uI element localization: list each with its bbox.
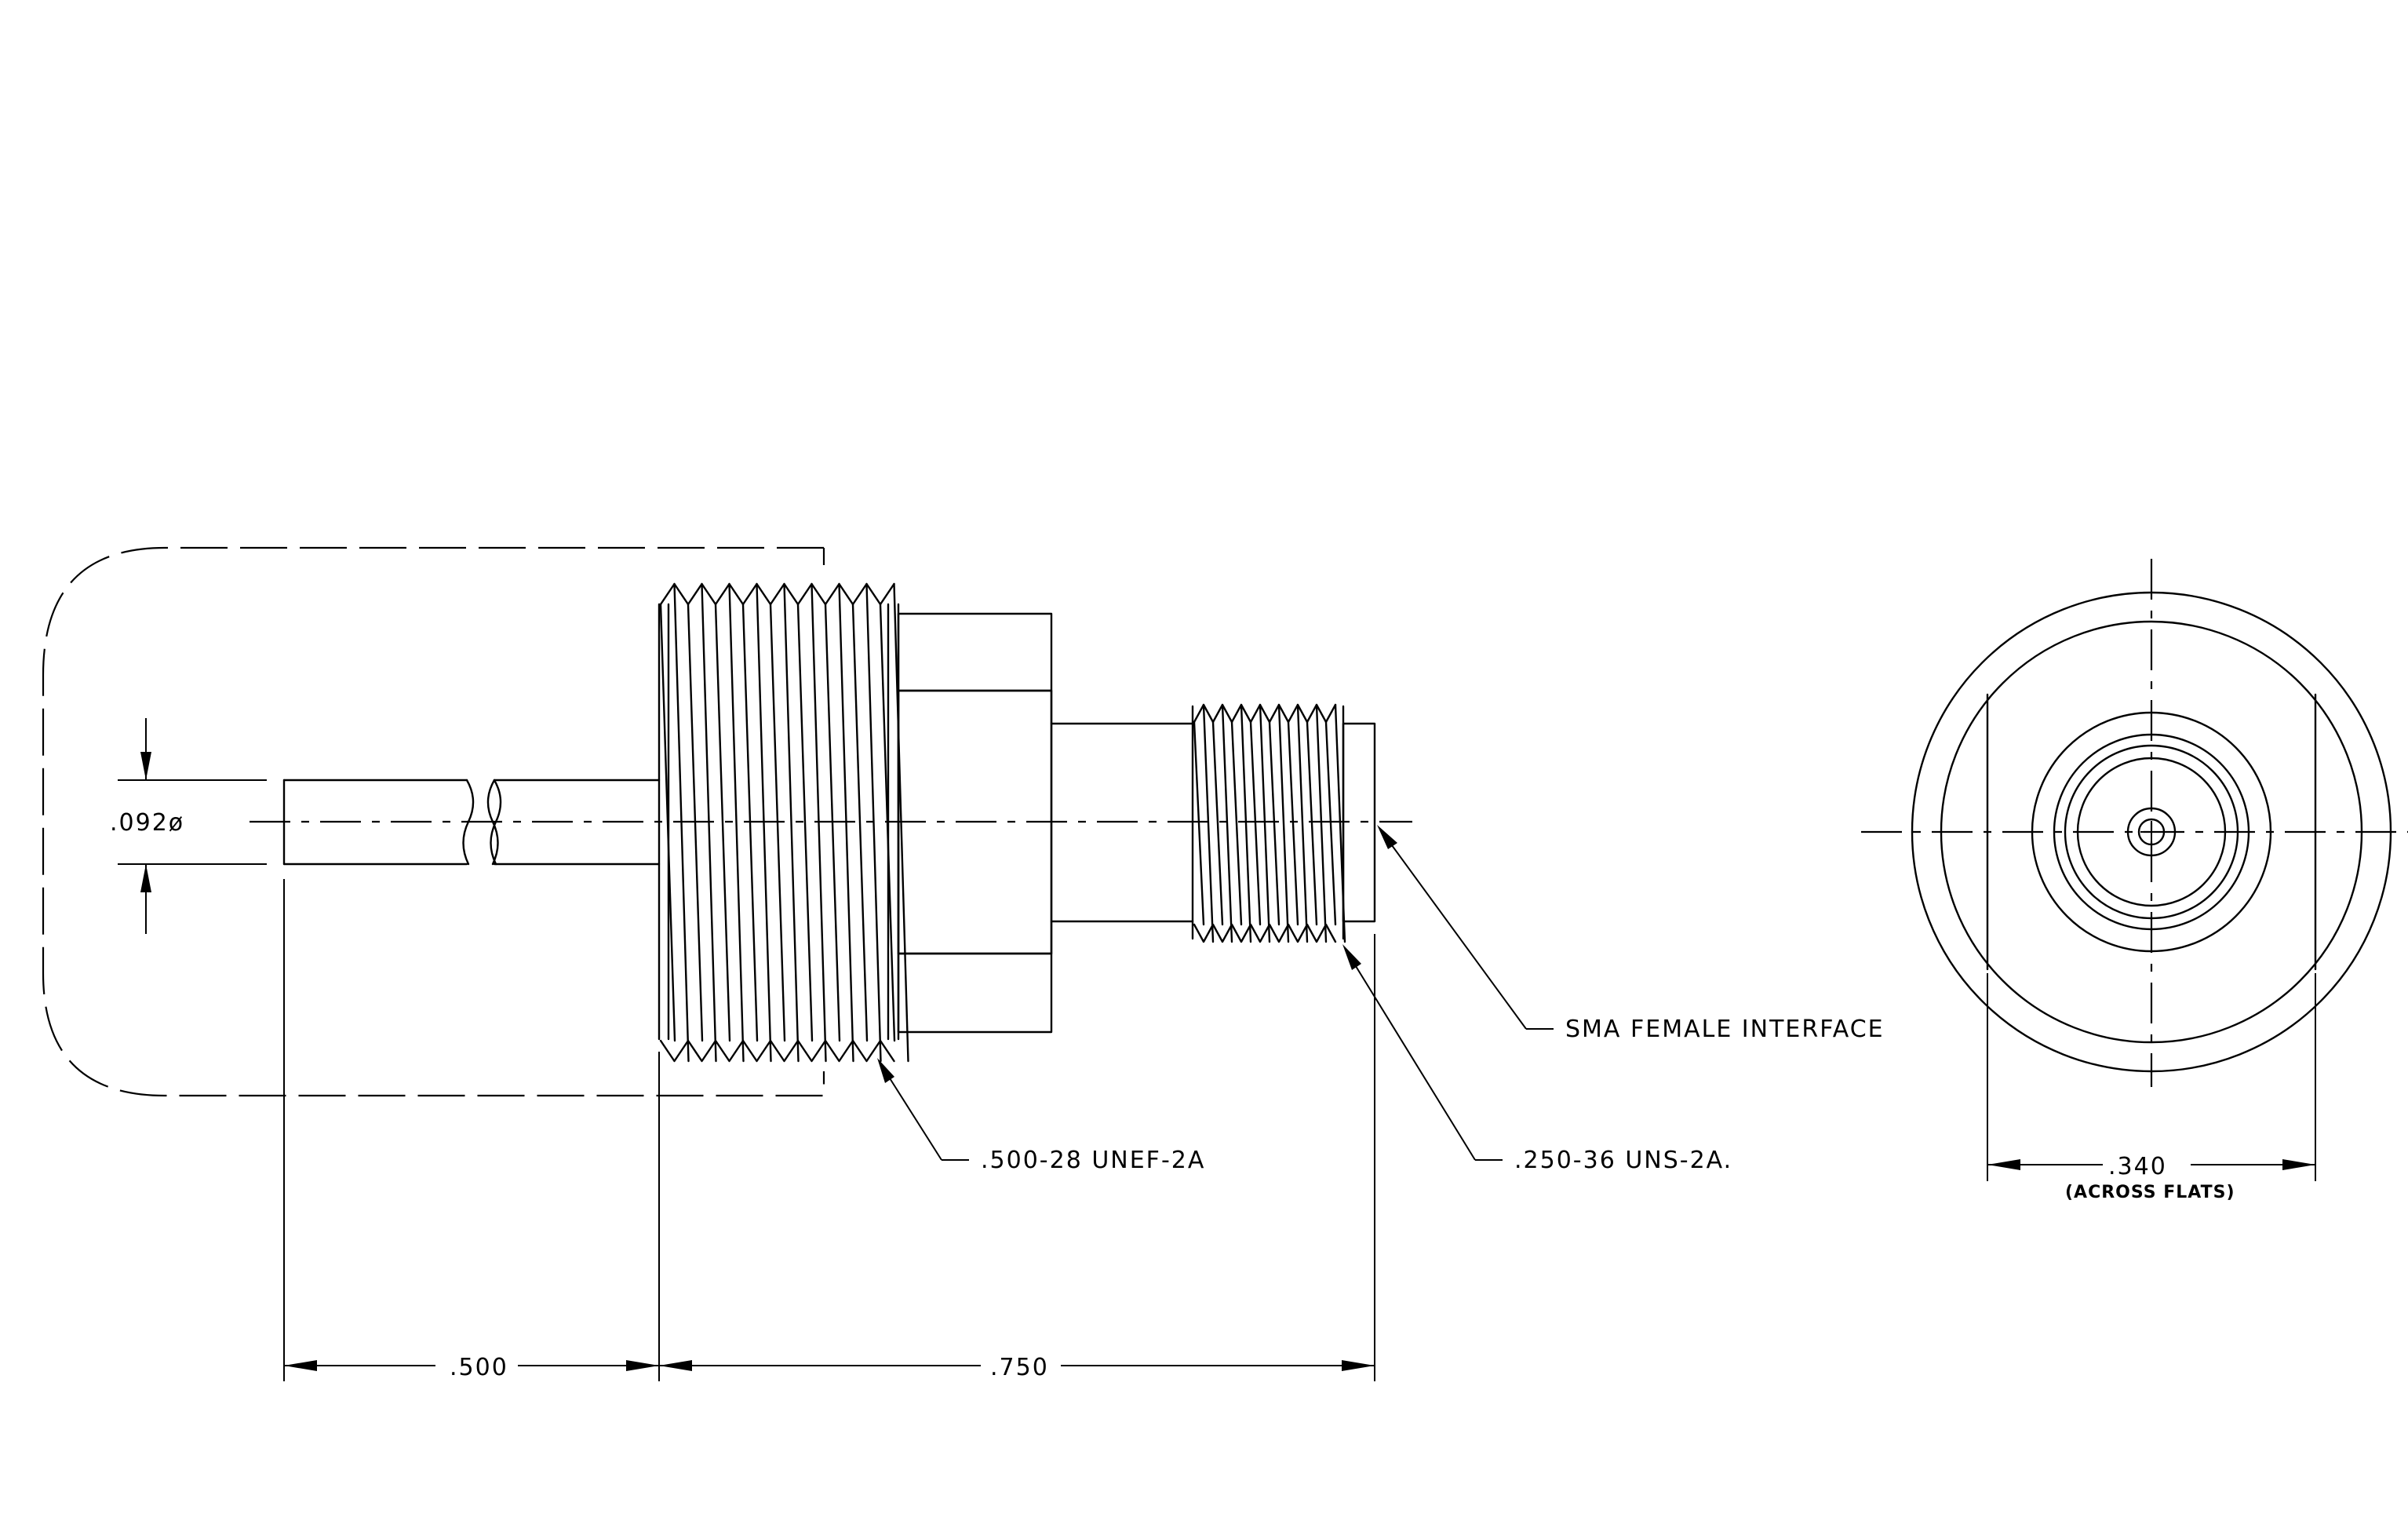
main-thread-body	[658, 582, 909, 1063]
shank-diameter-label: .092ø	[110, 809, 184, 837]
across-flats-note: (ACROSS FLATS)	[2065, 1183, 2235, 1202]
dimension-shank-length: .500	[284, 1354, 659, 1381]
main-thread-label: .500-28 UNEF-2A	[981, 1147, 1205, 1174]
dimension-across-flats: .340 (ACROSS FLATS)	[1987, 973, 2316, 1202]
interface-label: SMA FEMALE INTERFACE	[1565, 1016, 1885, 1043]
dimension-shank-diameter: .092ø	[110, 718, 267, 934]
across-flats-label: .340	[2108, 1153, 2167, 1180]
callout-main-thread: .500-28 UNEF-2A	[877, 1058, 1205, 1174]
phantom-envelope	[42, 546, 825, 1097]
neck	[1050, 722, 1194, 923]
hex-nut	[897, 612, 1053, 1034]
callout-interface: SMA FEMALE INTERFACE	[1377, 825, 1885, 1043]
end-view	[1861, 559, 2408, 1087]
side-view	[42, 546, 1412, 1097]
shank	[282, 779, 661, 866]
end-face	[1342, 722, 1376, 923]
sma-thread-body	[1191, 703, 1346, 943]
shank-length-label: .500	[450, 1354, 508, 1381]
sma-thread-label: .250-36 UNS-2A.	[1514, 1147, 1732, 1174]
body-length-label: .750	[990, 1354, 1049, 1381]
dimension-body-length: .750	[659, 1354, 1375, 1381]
callout-sma-thread: .250-36 UNS-2A.	[1342, 944, 1732, 1174]
